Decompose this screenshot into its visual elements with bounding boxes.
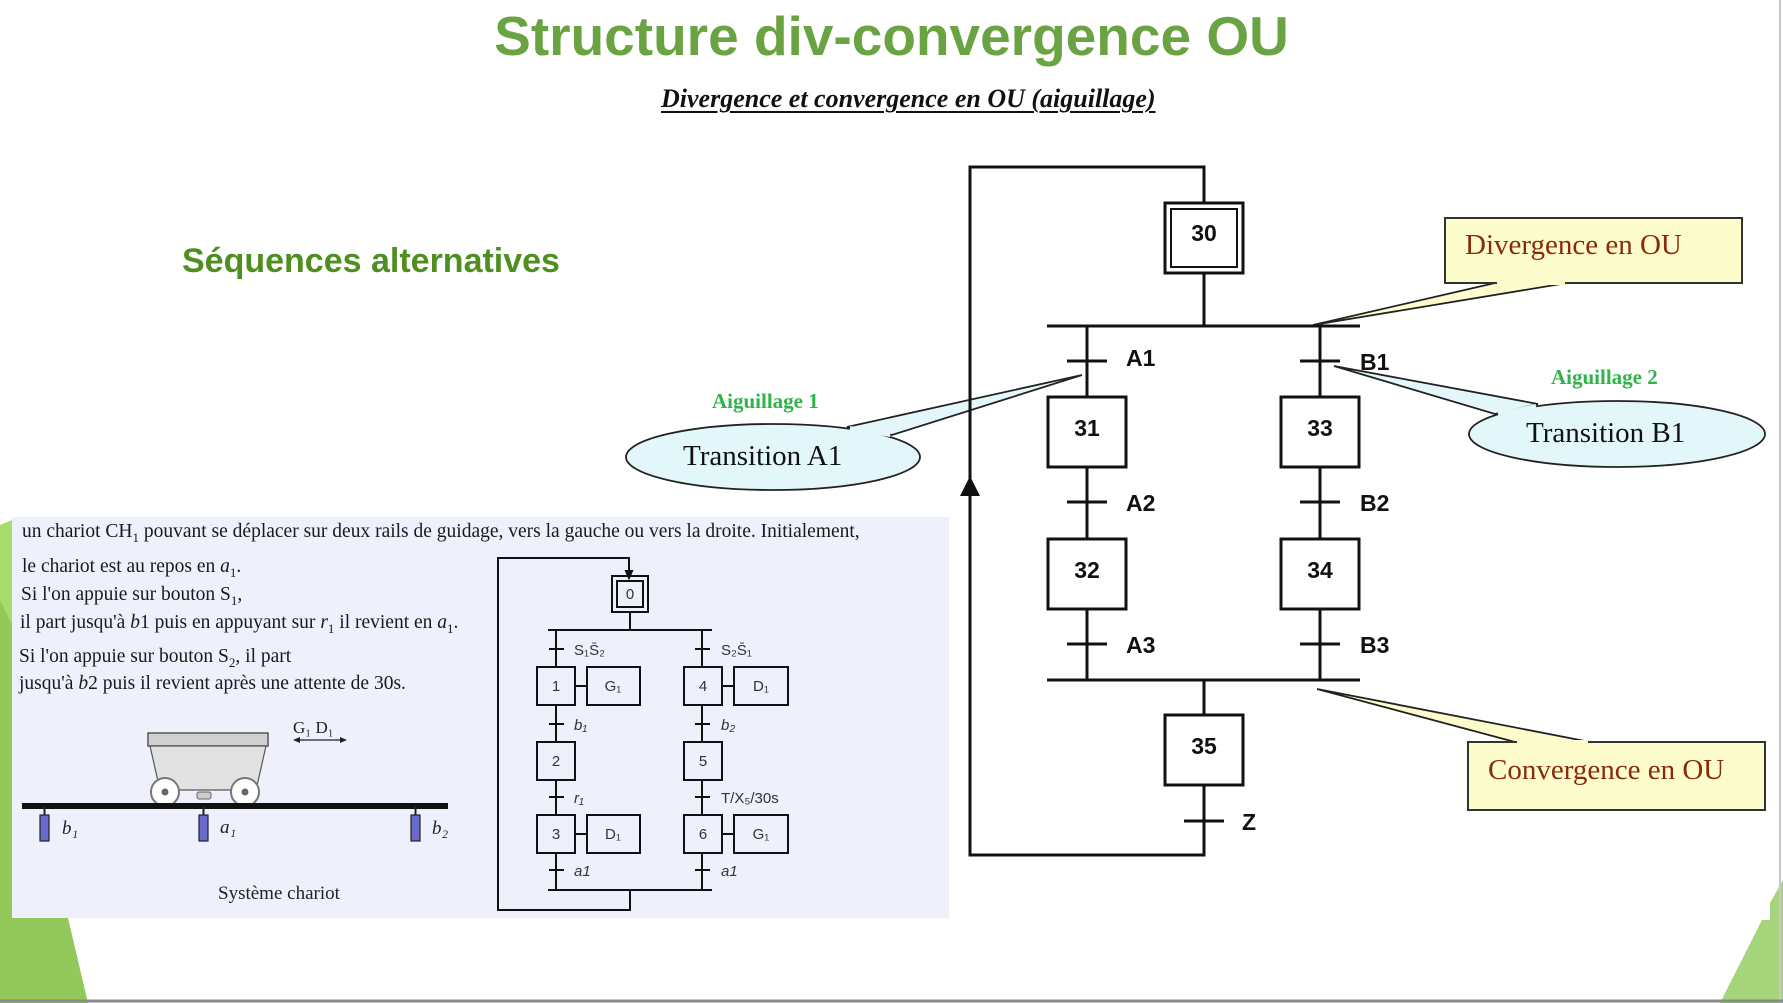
exercise-line-3: Si l'on appuie sur bouton S1, <box>21 584 243 608</box>
mini-transition-label: T/X₅/30s <box>721 790 779 807</box>
diagram-subtitle: Divergence et convergence en OU (aiguill… <box>661 84 1156 113</box>
mini-transition-label: b₁ <box>574 717 587 734</box>
callout-transition-b1-text: Transition B1 <box>1526 417 1686 449</box>
transition-label: Z <box>1242 809 1256 835</box>
mini-action-G1-right <box>733 814 789 854</box>
mini-grafcet: 0 1 G₁ 2 3 D₁ 4 D₁ 5 6 G₁ S₁S̄₂ S₂S̄₁ b₁… <box>497 557 789 911</box>
step-label: 35 <box>1191 733 1217 759</box>
exercise-line-1: un chariot CH1 pouvant se déplacer sur d… <box>22 521 860 545</box>
callout-transition-a1 <box>625 374 1083 491</box>
cart <box>147 732 269 807</box>
exercise-line-4: il part jusqu'à b1 puis en appuyant sur … <box>20 612 459 636</box>
mini-action-D1 <box>586 814 641 854</box>
callout-convergence <box>1316 688 1766 811</box>
cart-system-drawing: G₁ D₁ b₁ a₁ b₂ Système chariot <box>22 718 449 904</box>
transition-label: A3 <box>1126 632 1155 658</box>
mini-transition-label: a1 <box>721 863 738 880</box>
callout-divergence-text: Divergence en OU <box>1465 229 1682 261</box>
transition-label: A1 <box>1126 345 1156 371</box>
sensor-label-b1: b₁ <box>62 818 78 839</box>
mini-action-label: D₁ <box>753 678 769 695</box>
mini-step-label: 6 <box>699 826 707 843</box>
aiguillage-1-label: Aiguillage 1 <box>712 389 819 413</box>
mini-action-D1-right <box>733 666 789 706</box>
step-label: 32 <box>1074 557 1100 583</box>
callout-transition-b1 <box>1333 365 1766 468</box>
transition-label: B3 <box>1360 632 1389 658</box>
mini-step-label: 2 <box>552 753 560 770</box>
exercise-panel <box>12 517 949 918</box>
mini-transition-label: S₂S̄₁ <box>721 642 752 659</box>
mini-transition-label: a1 <box>574 863 591 880</box>
mini-action-label: G₁ <box>753 826 770 843</box>
exercise-line-6: jusqu'à b2 puis il revient après une att… <box>19 673 406 694</box>
step-label: 34 <box>1307 557 1333 583</box>
left-green-triangle <box>0 600 88 1003</box>
right-green-triangle <box>1720 880 1783 1003</box>
mini-transition-label: r₁ <box>574 790 584 807</box>
mini-transition-label: S₁S̄₂ <box>574 642 605 659</box>
step-label: 30 <box>1191 220 1217 246</box>
mini-action-label: G₁ <box>605 678 622 695</box>
mini-step-label: 5 <box>699 753 707 770</box>
mini-step-label: 3 <box>552 826 560 843</box>
mini-step-label: 0 <box>626 586 634 603</box>
mini-action-G1 <box>586 666 641 706</box>
loop-arrow-icon <box>960 476 980 496</box>
direction-arrow-icon <box>293 737 347 743</box>
transition-label: A2 <box>1126 490 1155 516</box>
transition-label: B2 <box>1360 490 1389 516</box>
step-label: 33 <box>1307 415 1333 441</box>
slide-title: Structure div-convergence OU <box>494 5 1289 67</box>
callout-transition-a1-text: Transition A1 <box>683 440 843 472</box>
callout-convergence-text: Convergence en OU <box>1488 754 1725 786</box>
direction-label: G₁ D₁ <box>293 718 334 737</box>
mini-step-label: 4 <box>699 678 707 695</box>
sensor-label-b2: b₂ <box>432 818 449 839</box>
sensor-b2-icon <box>410 806 421 842</box>
mini-loop-arrow-icon <box>624 570 634 581</box>
mini-loop-line <box>497 557 631 911</box>
sensor-a1-icon <box>198 806 209 842</box>
section-heading: Séquences alternatives <box>182 242 560 280</box>
mini-transition-label: b₂ <box>721 717 735 734</box>
mini-step-label: 1 <box>552 678 560 695</box>
exercise-line-5: Si l'on appuie sur bouton S2, il part <box>19 646 292 670</box>
transition-label: B1 <box>1360 349 1390 375</box>
callout-divergence <box>1312 217 1743 326</box>
step-label: 31 <box>1074 415 1100 441</box>
aiguillage-2-label: Aiguillage 2 <box>1551 365 1658 389</box>
mini-action-label: D₁ <box>605 826 621 843</box>
sensor-b1-icon <box>39 806 50 842</box>
exercise-line-2: le chariot est au repos en a1. <box>22 556 242 580</box>
system-caption: Système chariot <box>218 883 341 904</box>
sensor-label-a1: a₁ <box>220 817 236 838</box>
